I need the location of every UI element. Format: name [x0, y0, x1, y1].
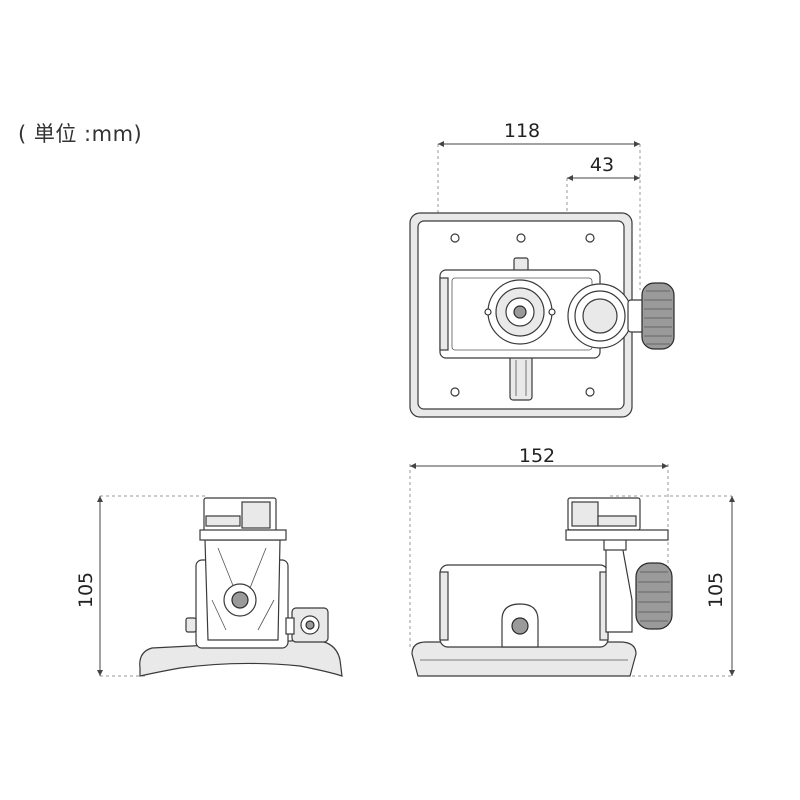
front-base-plate: [411, 641, 637, 677]
mount-hole: [585, 233, 595, 243]
dim-label-105-right: 105: [705, 572, 727, 608]
left-top-clamp-plate: [205, 515, 241, 527]
dim-label-118: 118: [504, 120, 540, 142]
knob-ring-inner: [582, 298, 618, 334]
front-top-clamp-base: [565, 529, 669, 541]
left-top-clamp-jaw: [241, 501, 271, 529]
mount-hole: [450, 387, 460, 397]
front-arm: [605, 544, 633, 633]
left-top-clamp-base: [199, 529, 287, 541]
left-base-foot: [139, 639, 343, 677]
clamp-stem: [509, 354, 533, 401]
front-top-clamp-plate: [597, 515, 637, 527]
front-center-bolt: [511, 617, 529, 635]
center-screw-hole: [513, 305, 527, 319]
unit-note: ( 単位 :mm): [18, 122, 143, 146]
top-view: 118 43: [409, 120, 675, 418]
left-side-view: 105: [75, 495, 343, 677]
dim-label-105-left: 105: [75, 572, 97, 608]
mount-hole: [516, 233, 526, 243]
left-pivot-bolt: [231, 591, 249, 609]
front-body-strip: [439, 571, 449, 641]
dim-label-43: 43: [590, 154, 614, 176]
front-top-clamp-jaw: [571, 501, 599, 527]
dim-label-152: 152: [519, 445, 555, 467]
knurled-knob-top: [641, 282, 675, 350]
left-small-screw: [185, 617, 197, 633]
mount-hole: [450, 233, 460, 243]
mount-hole: [585, 387, 595, 397]
front-view: 152 105: [409, 445, 735, 677]
clamp-side-strip: [439, 277, 449, 351]
front-knurled-knob: [635, 562, 673, 630]
